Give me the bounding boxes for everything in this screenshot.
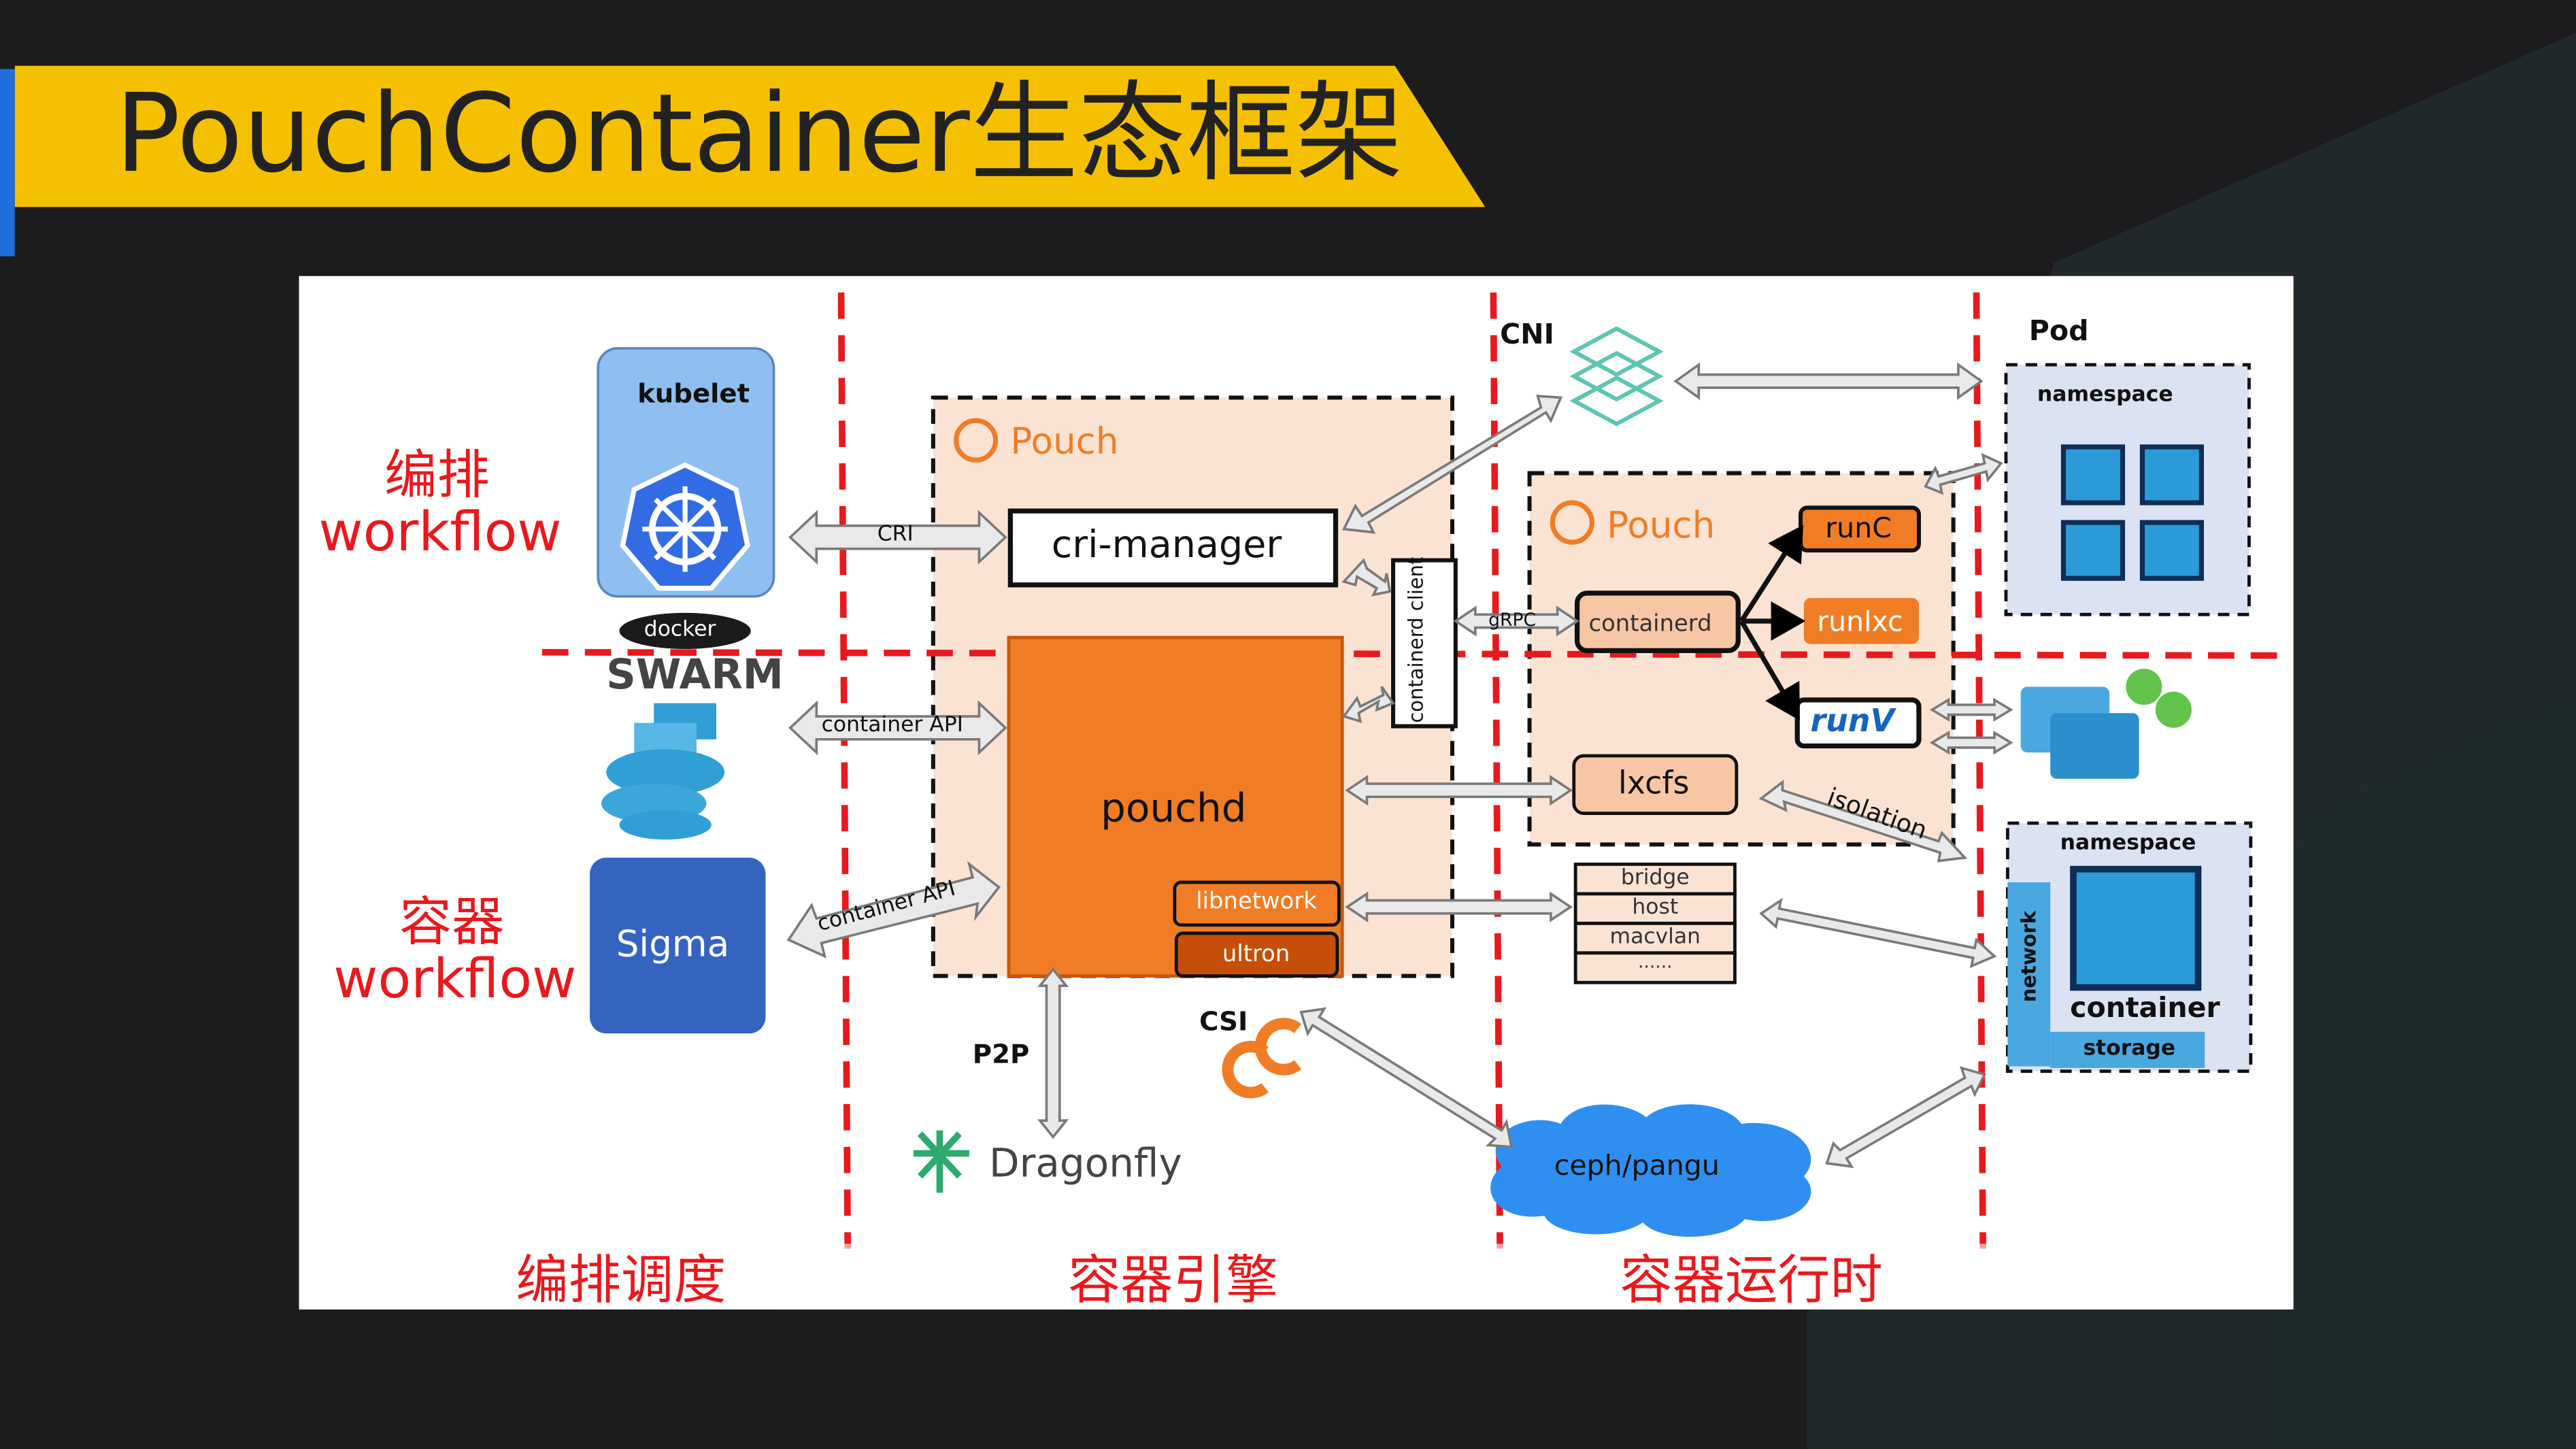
net-mode-more: ......	[1637, 951, 1673, 973]
containerd-client-label: containerd client	[1404, 556, 1428, 723]
containerd-client-box	[1391, 558, 1458, 729]
runc-label: runC	[1825, 512, 1892, 546]
container-label-en: workflow	[333, 946, 577, 1011]
cri-manager-label: cri-manager	[1051, 524, 1282, 567]
cni-label: CNI	[1500, 318, 1554, 352]
lxcfs-label: lxcfs	[1618, 765, 1690, 802]
dragonfly-logo	[913, 1130, 969, 1193]
section-label-scheduling: 编排调度	[516, 1248, 726, 1312]
dragonfly-label: Dragonfly	[988, 1140, 1182, 1186]
kubelet-label: kubelet	[637, 378, 750, 410]
containerd-label: containerd	[1588, 611, 1712, 638]
title-banner	[14, 65, 1486, 207]
net-mode-host: host	[1632, 895, 1679, 920]
orchestration-label-cn: 编排	[384, 444, 490, 506]
container-api-label-1: container API	[821, 713, 964, 738]
network-band	[2007, 882, 2051, 1067]
runv-label: runV	[1810, 703, 1895, 739]
container-label-cn: 容器	[399, 890, 505, 953]
libnetwork-label: libnetwork	[1196, 888, 1317, 916]
section-label-runtime: 容器运行时	[1620, 1248, 1883, 1312]
sigma-label: Sigma	[616, 925, 730, 967]
p2p-label: P2P	[972, 1038, 1030, 1070]
csi-label: CSI	[1199, 1005, 1248, 1037]
container-label: container	[2070, 992, 2220, 1026]
swarm-word: SWARM	[606, 650, 784, 699]
sigma-card	[590, 857, 766, 1034]
section-label-engine: 容器引擎	[1067, 1248, 1279, 1312]
runlxc-box	[1803, 598, 1919, 644]
pouch-brand-engine: Pouch	[1010, 422, 1119, 464]
lxcfs-box	[1572, 754, 1739, 815]
cri-manager-box	[1007, 508, 1339, 588]
pouchd-label: pouchd	[1101, 785, 1247, 832]
slide-title: PouchContainer生态框架	[115, 70, 1404, 197]
network-modes-stack	[1573, 862, 1737, 984]
ultron-box	[1174, 931, 1339, 978]
container-big-icon	[2070, 865, 2202, 991]
csi-logo	[1222, 1018, 1302, 1099]
storage-label: storage	[2083, 1036, 2176, 1062]
storage-band	[2050, 1031, 2205, 1068]
ceph-label: ceph/pangu	[1554, 1150, 1720, 1183]
pod-namespace-box	[2004, 363, 2251, 616]
pod-label: Pod	[2028, 315, 2089, 349]
orchestration-label-en: workflow	[318, 499, 562, 564]
grey-arrows	[786, 362, 2013, 1169]
container-icons-grid	[2060, 444, 2204, 581]
network-label: network	[2017, 910, 2041, 1003]
vm-icons	[2020, 668, 2192, 779]
runlxc-label: runlxc	[1817, 606, 1903, 639]
runv-box	[1794, 697, 1922, 749]
net-mode-bridge: bridge	[1620, 865, 1690, 891]
docker-swarm-logo	[601, 612, 751, 840]
libnetwork-box	[1173, 880, 1341, 927]
pouch-logo-icon	[954, 418, 1594, 545]
side-accent-bar	[0, 69, 15, 256]
pouch-brand-runtime: Pouch	[1607, 505, 1716, 548]
net-mode-macvlan: macvlan	[1609, 925, 1701, 950]
cri-label: CRI	[877, 522, 914, 548]
cni-logo	[1569, 326, 1664, 427]
ultron-label: ultron	[1222, 941, 1290, 968]
docker-word: docker	[643, 618, 716, 643]
namespace-label-1: namespace	[2037, 382, 2173, 407]
grpc-label: gRPC	[1488, 610, 1537, 631]
namespace-label-2: namespace	[2060, 831, 2196, 856]
ceph-cloud	[1490, 1104, 1811, 1237]
